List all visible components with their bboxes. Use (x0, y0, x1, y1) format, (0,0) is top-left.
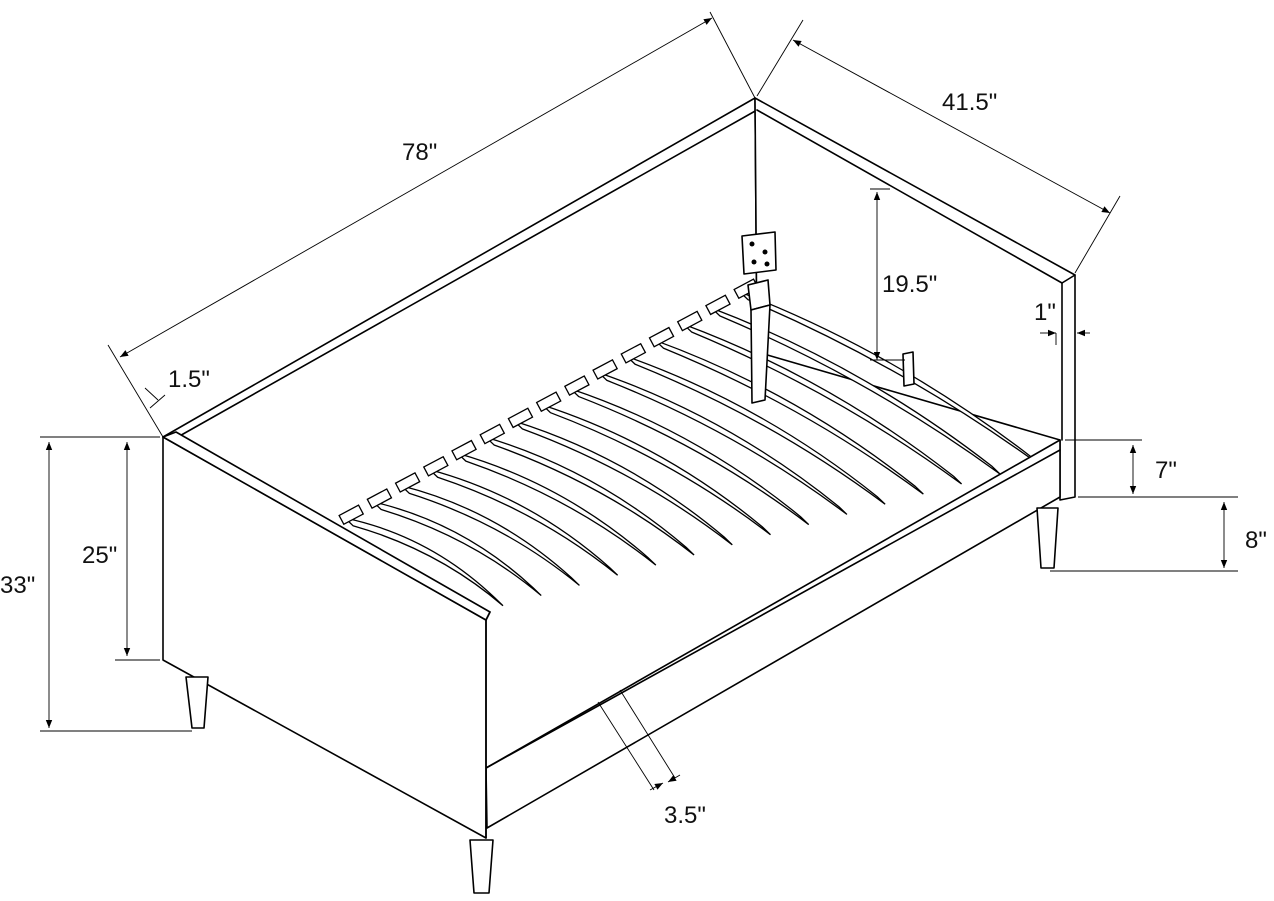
leg-front-right (469, 839, 494, 894)
slat-clip (563, 375, 590, 397)
dimension-lines (40, 11, 1238, 791)
slat-clip (451, 439, 477, 461)
leg-back-right (1036, 507, 1059, 569)
slat (570, 388, 810, 526)
back-panel (162, 97, 761, 439)
legs (185, 507, 1059, 894)
slat-clip (479, 423, 506, 445)
slat (485, 436, 695, 556)
leg-front-left (185, 676, 209, 729)
slat-clip (366, 488, 393, 510)
label-side-thickness: 1" (1034, 299, 1056, 326)
slat-clip (338, 504, 365, 526)
slat (371, 500, 542, 597)
slat (542, 404, 771, 536)
label-side-rail-height: 7" (1155, 457, 1177, 484)
label-front-height: 25" (82, 542, 117, 569)
slat-clip (422, 455, 449, 477)
label-total-height: 33" (0, 572, 35, 599)
slat (342, 516, 504, 607)
slat (457, 452, 657, 566)
slat-clip (535, 391, 562, 413)
label-slat-width: 3.5" (664, 802, 706, 829)
center-support (741, 231, 915, 404)
slat-clip (592, 358, 619, 380)
label-frame-thickness: 1.5" (168, 366, 210, 393)
slat (598, 372, 848, 515)
label-depth: 41.5" (942, 89, 997, 116)
right-end-panel (754, 97, 1076, 501)
slat (513, 420, 733, 546)
slat (429, 468, 619, 576)
label-length: 78" (402, 139, 437, 166)
left-end-panel (162, 431, 491, 839)
slat-clip (394, 471, 421, 493)
slat-clip (507, 407, 534, 429)
slat (399, 484, 580, 586)
label-back-height: 19.5" (882, 271, 937, 298)
label-leg-height: 8" (1245, 527, 1267, 554)
slat (626, 355, 886, 505)
